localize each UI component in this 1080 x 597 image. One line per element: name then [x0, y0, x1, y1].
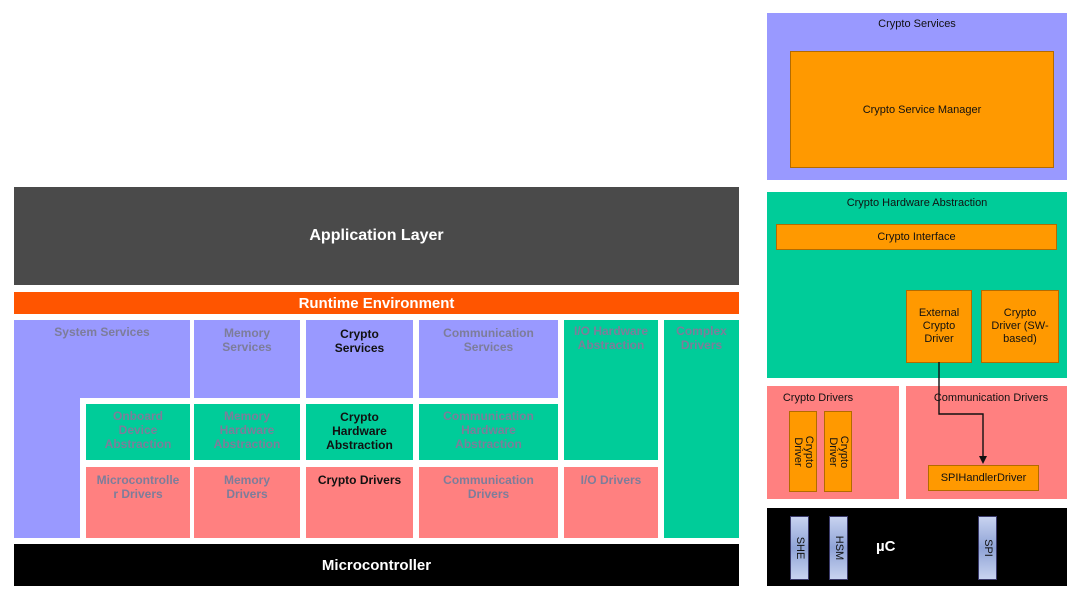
uc-block	[767, 508, 1067, 586]
connector-arrow	[938, 362, 987, 464]
crypto-drivers: Crypto Drivers	[306, 467, 413, 538]
spi-handler-driver: SPIHandlerDriver	[928, 465, 1039, 491]
communication-drivers-detail-title: Communication Drivers	[933, 392, 1049, 404]
chip-spi: SPI	[978, 516, 997, 580]
chip-she-label: SHE	[793, 536, 806, 560]
external-crypto-driver: External Crypto Driver	[906, 290, 972, 363]
crypto-services-detail-title: Crypto Services	[878, 18, 956, 30]
crypto-hardware-abstraction-detail-title: Crypto Hardware Abstraction	[846, 197, 988, 209]
chip-she: SHE	[790, 516, 809, 580]
crypto-driver-2: Crypto Driver	[824, 411, 852, 492]
communication-drivers: Communication Drivers	[419, 467, 558, 538]
runtime-environment: Runtime Environment	[14, 292, 739, 314]
communication-services: Communication Services	[419, 320, 558, 398]
crypto-driver-sw-based: Crypto Driver (SW-based)	[981, 290, 1059, 363]
runtime-environment-label: Runtime Environment	[298, 294, 455, 312]
application-layer: Application Layer	[14, 187, 739, 285]
system-services-column	[14, 396, 80, 538]
io-drivers: I/O Drivers	[564, 467, 658, 538]
system-services-label: System Services	[54, 325, 150, 339]
application-layer-label: Application Layer	[309, 227, 444, 244]
onboard-device-abstraction: Onboard Device Abstraction	[86, 404, 190, 460]
microcontroller-drivers: Microcontroller Drivers	[86, 467, 190, 538]
crypto-interface: Crypto Interface	[776, 224, 1057, 250]
uc-label: µC	[876, 538, 896, 555]
communication-hardware-abstraction: Communication Hardware Abstraction	[419, 404, 558, 460]
crypto-service-manager: Crypto Service Manager	[790, 51, 1054, 168]
microcontroller-layer: Microcontroller	[14, 544, 739, 586]
crypto-drivers-detail-title: Crypto Drivers	[782, 392, 854, 404]
crypto-driver-2-label: Crypto Driver	[827, 435, 850, 468]
memory-hardware-abstraction: Memory Hardware Abstraction	[194, 404, 300, 460]
system-services-block	[14, 320, 190, 398]
io-hardware-abstraction: I/O Hardware Abstraction	[564, 320, 658, 460]
crypto-hardware-abstraction: Crypto Hardware Abstraction	[306, 404, 413, 460]
complex-drivers: Complex Drivers	[664, 320, 739, 538]
memory-drivers: Memory Drivers	[194, 467, 300, 538]
chip-hsm-label: HSM	[832, 535, 845, 561]
microcontroller-label: Microcontroller	[321, 556, 432, 574]
crypto-driver-1-label: Crypto Driver	[792, 435, 815, 468]
chip-hsm: HSM	[829, 516, 848, 580]
memory-services: Memory Services	[194, 320, 300, 398]
crypto-driver-1: Crypto Driver	[789, 411, 817, 492]
crypto-services: Crypto Services	[306, 320, 413, 398]
chip-spi-label: SPI	[981, 539, 994, 557]
